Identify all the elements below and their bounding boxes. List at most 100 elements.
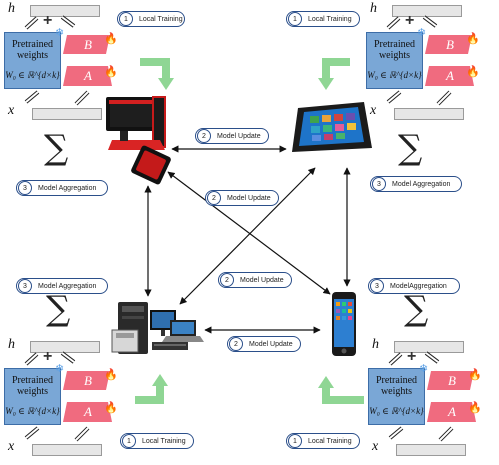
step-model-update-center: 2 Model Update xyxy=(205,190,279,206)
pretrained-label-line2: weights xyxy=(16,50,49,61)
pretrained-label-line1: Pretrained xyxy=(11,375,54,386)
step-model-update-top: 2 Model Update xyxy=(195,128,269,144)
step-number: 2 xyxy=(197,129,211,143)
module-arrows xyxy=(24,15,112,106)
w0-formula: W₀ ∈ ℝ^{d×k} xyxy=(5,406,60,416)
output-bar xyxy=(392,5,462,17)
flame-icon: 🔥 xyxy=(468,402,482,414)
lora-a-label: A xyxy=(84,68,92,83)
step-label: Model Aggregation xyxy=(392,180,451,188)
step-local-training-bottom-right: 1 Local Training xyxy=(286,433,360,449)
flame-icon: 🔥 xyxy=(466,66,480,78)
pretrained-label-line1: Pretrained xyxy=(375,375,418,386)
step-number: 3 xyxy=(372,177,386,191)
input-x-label: x xyxy=(8,103,15,118)
step-number: 3 xyxy=(18,181,32,195)
w0-formula: W₀ ∈ ℝ^{d×k} xyxy=(367,70,422,80)
plus-symbol: + xyxy=(43,348,53,365)
flame-icon: 🔥 xyxy=(104,33,118,45)
pretrained-label-line2: weights xyxy=(16,386,49,397)
desktop-pc-icon xyxy=(106,96,171,185)
lora-module-top-right: h + Pretrained weights W₀ ∈ ℝ^{d×k} ❄ B … xyxy=(366,1,480,122)
lora-module-bottom-right: h + Pretrained weights W₀ ∈ ℝ^{d×k} ❄ B … xyxy=(368,337,482,458)
link-tablet-workstation xyxy=(179,167,316,305)
flame-icon: 🔥 xyxy=(104,402,118,414)
step-number: 3 xyxy=(18,279,32,293)
flame-icon: 🔥 xyxy=(104,369,118,381)
step-model-aggregation-bottom-left: 3 Model Aggregation xyxy=(16,278,108,294)
step-number: 2 xyxy=(220,273,234,287)
flame-icon: 🔥 xyxy=(466,33,480,45)
output-h-label: h xyxy=(8,1,15,16)
green-arrow-top-left xyxy=(140,58,170,80)
pretrained-label-line1: Pretrained xyxy=(373,39,416,50)
pretrained-label-line2: weights xyxy=(380,386,413,397)
plus-symbol: + xyxy=(43,12,53,29)
input-x-label: x xyxy=(370,103,377,118)
lora-module-top-left: h + Pretrained weights W₀ ∈ ℝ^{d×k} ❄ B … xyxy=(4,1,118,122)
snowflake-icon: ❄ xyxy=(419,363,429,375)
step-model-aggregation-top-right: 3 Model Aggregation xyxy=(370,176,462,192)
aggregation-sigma-top-left: ∑ xyxy=(44,128,69,168)
step-label: Local Training xyxy=(139,15,183,23)
step-model-update-bottom: 2 Model Update xyxy=(227,336,301,352)
lora-b-label: B xyxy=(84,37,92,52)
output-h-label: h xyxy=(370,1,377,16)
output-bar xyxy=(30,5,100,17)
flame-icon: 🔥 xyxy=(104,66,118,78)
lora-b-label: B xyxy=(448,373,456,388)
output-h-label: h xyxy=(8,337,15,352)
step-label: Model Update xyxy=(249,340,293,348)
step-local-training-top-left: 1 Local Training xyxy=(117,11,185,27)
module-arrows xyxy=(386,15,474,106)
output-h-label: h xyxy=(372,337,379,352)
snowflake-icon: ❄ xyxy=(55,27,65,39)
snowflake-icon: ❄ xyxy=(417,27,427,39)
step-local-training-bottom-left: 1 Local Training xyxy=(120,433,194,449)
workstation-icon xyxy=(111,302,204,354)
step-number: 1 xyxy=(288,12,302,26)
aggregation-sigma-bottom-right: ∑ xyxy=(404,289,429,329)
input-x-label: x xyxy=(8,439,15,454)
input-bar xyxy=(32,108,102,120)
lora-a-label: A xyxy=(448,404,456,419)
output-bar xyxy=(394,341,464,353)
lora-module-bottom-left: h + Pretrained weights W₀ ∈ ℝ^{d×k} ❄ B … xyxy=(4,337,118,458)
lora-a-label: A xyxy=(446,68,454,83)
pretrained-label-line2: weights xyxy=(378,50,411,61)
lora-a-label: A xyxy=(84,404,92,419)
pretrained-weights-box: Pretrained weights W₀ ∈ ℝ^{d×k} xyxy=(4,368,61,425)
step-number: 1 xyxy=(119,12,133,26)
step-number: 1 xyxy=(288,434,302,448)
step-number: 1 xyxy=(122,434,136,448)
pretrained-label-line1: Pretrained xyxy=(11,39,54,50)
green-arrow-top-right xyxy=(322,58,350,80)
tablet-icon xyxy=(292,102,372,152)
step-label: Local Training xyxy=(308,15,352,23)
step-label: Model Update xyxy=(227,194,271,202)
step-label: ModelAggregation xyxy=(390,282,447,290)
output-bar xyxy=(30,341,100,353)
step-model-aggregation-top-left: 3 Model Aggregation xyxy=(16,180,108,196)
input-bar xyxy=(32,444,102,456)
step-model-aggregation-bottom-right: 3 ModelAggregation xyxy=(368,278,460,294)
w0-formula: W₀ ∈ ℝ^{d×k} xyxy=(369,406,424,416)
flame-icon: 🔥 xyxy=(468,369,482,381)
smartphone-icon xyxy=(332,292,356,356)
step-number: 2 xyxy=(229,337,243,351)
pretrained-weights-box: Pretrained weights W₀ ∈ ℝ^{d×k} xyxy=(4,32,61,89)
lora-b-label: B xyxy=(446,37,454,52)
pretrained-weights-box: Pretrained weights W₀ ∈ ℝ^{d×k} xyxy=(368,368,425,425)
green-arrow-bottom-right xyxy=(322,386,364,404)
step-label: Model Aggregation xyxy=(38,184,97,192)
step-model-update-middle: 2 Model Update xyxy=(218,272,292,288)
module-arrows xyxy=(388,351,476,442)
w0-formula: W₀ ∈ ℝ^{d×k} xyxy=(5,70,60,80)
input-bar xyxy=(394,108,464,120)
step-label: Local Training xyxy=(142,437,186,445)
input-x-label: x xyxy=(372,439,379,454)
green-arrow-bottom-left xyxy=(135,384,164,404)
aggregation-sigma-top-right: ∑ xyxy=(398,128,423,168)
